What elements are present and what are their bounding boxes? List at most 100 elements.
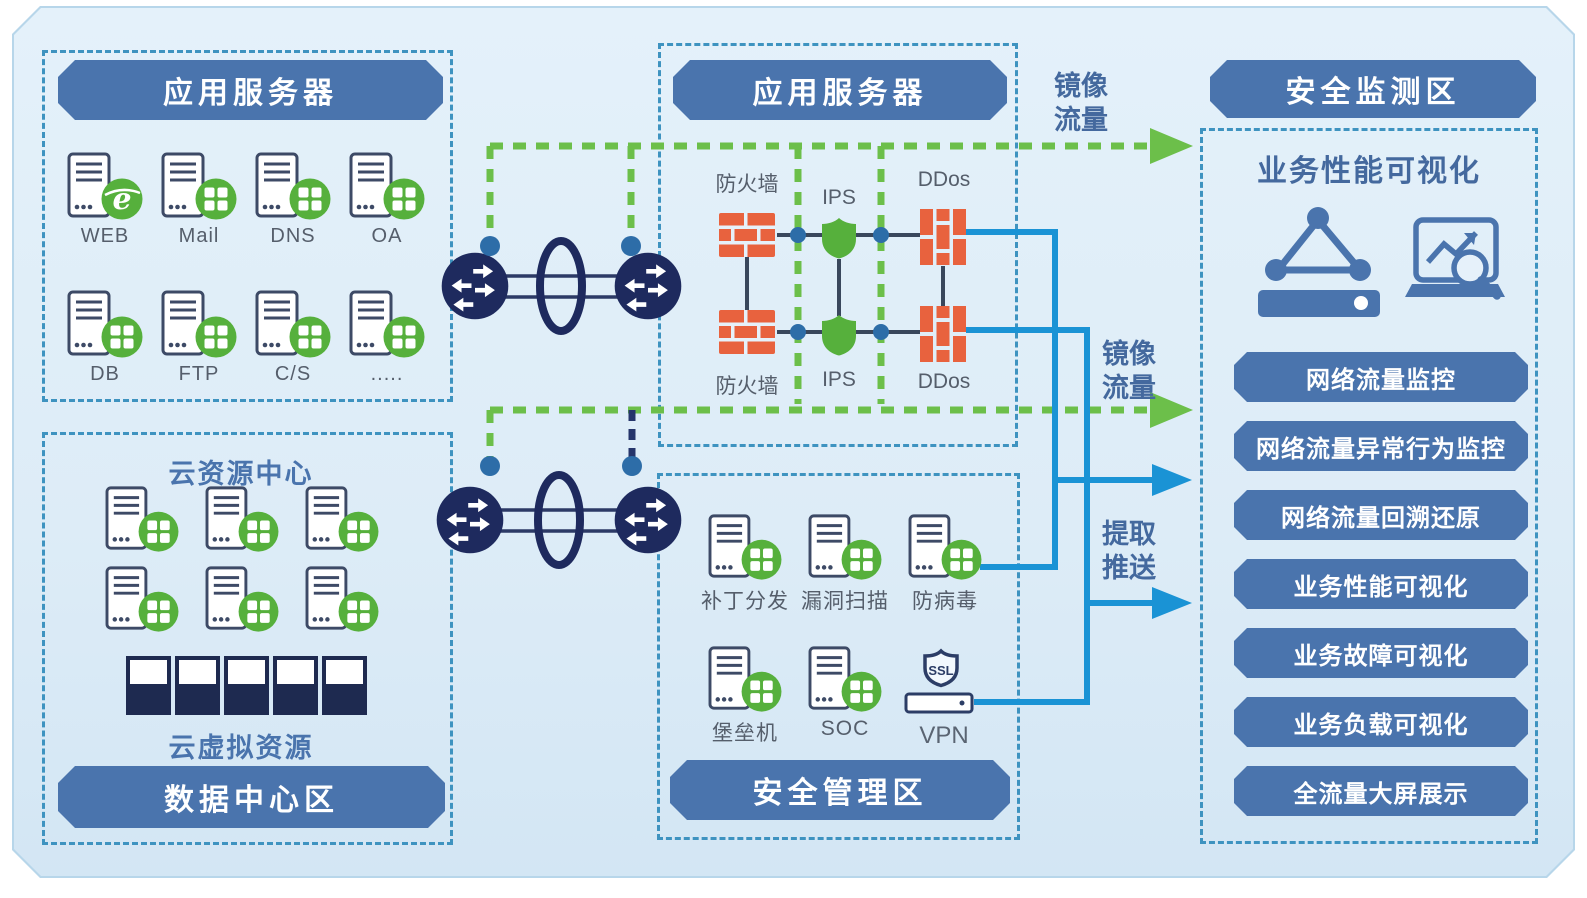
server-item: .....	[340, 288, 434, 426]
capability-label: 网络流量监控	[1306, 366, 1456, 394]
banner-data-center: 数据中心区	[58, 766, 445, 828]
cloud-resource-title: 云资源中心	[168, 459, 314, 489]
virtual-machine-row	[126, 656, 367, 715]
capability-label: 网络流量异常行为监控	[1256, 435, 1506, 463]
banner-title: 数据中心区	[164, 784, 339, 817]
server-icon	[105, 566, 179, 632]
banner-security-monitor: 安全监测区	[1210, 60, 1536, 118]
app-grid-badge-icon	[238, 511, 279, 552]
server-label: FTP	[178, 363, 220, 385]
server-item: DNS	[246, 150, 340, 288]
monitor-capability-item: 网络流量异常行为监控	[1234, 421, 1528, 471]
vm-box-icon	[322, 656, 367, 715]
server-item	[292, 484, 392, 564]
server-item: Mail	[152, 150, 246, 288]
vm-box-icon	[175, 656, 220, 715]
server-item: FTP	[152, 288, 246, 426]
banner-title: 应用服务器	[163, 77, 338, 110]
firewall-label-bottom: 防火墙	[715, 375, 779, 398]
app-server-grid: WEB Mail DNS	[58, 150, 434, 426]
server-icon	[161, 152, 237, 220]
server-label: .....	[370, 363, 404, 385]
browser-badge-icon	[101, 178, 143, 220]
ddos-label-top: DDos	[917, 168, 971, 191]
zone-app-servers-left	[42, 50, 453, 402]
server-label: OA	[371, 225, 403, 247]
app-grid-badge-icon	[289, 316, 331, 358]
server-item: DB	[58, 288, 152, 426]
extract-push-label: 提取推送	[1102, 519, 1156, 583]
server-item: 补丁分发	[695, 512, 795, 630]
capability-label: 全流量大屏展示	[1293, 780, 1469, 808]
mirror-traffic-label-mid: 镜像流量	[1102, 339, 1156, 403]
server-icon	[305, 486, 379, 552]
vm-box-icon	[126, 656, 171, 715]
server-label: DB	[90, 363, 120, 385]
server-item	[92, 564, 192, 644]
server-label: 防病毒	[912, 590, 978, 613]
server-icon	[161, 290, 237, 358]
server-icon	[67, 290, 143, 358]
app-grid-badge-icon	[338, 591, 379, 632]
banner-app-servers-left: 应用服务器	[58, 60, 443, 120]
server-label: 补丁分发	[701, 590, 789, 613]
capability-label: 网络流量回溯还原	[1281, 504, 1481, 532]
server-icon	[305, 566, 379, 632]
monitor-capability-list: 网络流量监控 网络流量异常行为监控 网络流量回溯还原 业务性能可视化 业务故障可…	[1234, 352, 1528, 816]
server-item: C/S	[246, 288, 340, 426]
ips-label-bottom: IPS	[822, 368, 856, 391]
server-item: 防病毒	[895, 512, 995, 630]
monitor-capability-item: 业务负载可视化	[1234, 697, 1528, 747]
app-grid-badge-icon	[741, 539, 782, 580]
server-label: DNS	[270, 225, 316, 247]
monitor-capability-item: 业务故障可视化	[1234, 628, 1528, 678]
banner-title: 安全监测区	[1285, 76, 1461, 109]
banner-app-servers-mid: 应用服务器	[673, 60, 1007, 120]
vm-box-icon	[224, 656, 269, 715]
server-item: OA	[340, 150, 434, 288]
banner-title: 安全管理区	[752, 777, 928, 810]
server-icon	[255, 152, 331, 220]
app-grid-badge-icon	[195, 178, 237, 220]
capability-label: 业务故障可视化	[1293, 642, 1469, 670]
server-icon	[908, 514, 982, 580]
app-grid-badge-icon	[138, 511, 179, 552]
app-grid-badge-icon	[741, 671, 782, 712]
server-icon	[205, 566, 279, 632]
server-label: 漏洞扫描	[801, 590, 889, 613]
server-label: Mail	[178, 225, 220, 247]
server-item	[192, 484, 292, 564]
app-grid-badge-icon	[289, 178, 331, 220]
monitor-panel-title: 业务性能可视化	[1257, 155, 1481, 188]
server-item	[192, 564, 292, 644]
app-grid-badge-icon	[138, 591, 179, 632]
server-item: 堡垒机	[695, 644, 795, 762]
server-icon	[808, 646, 882, 712]
server-icon	[255, 290, 331, 358]
server-label: 堡垒机	[712, 722, 778, 745]
app-grid-badge-icon	[383, 178, 425, 220]
server-icon	[708, 646, 782, 712]
virtual-resource-title: 云虚拟资源	[168, 733, 314, 763]
server-label: WEB	[80, 225, 130, 247]
security-server-row2: 堡垒机 SOC	[695, 644, 897, 762]
banner-title: 应用服务器	[752, 77, 928, 110]
server-item: 漏洞扫描	[795, 512, 895, 630]
app-grid-badge-icon	[101, 316, 143, 358]
app-grid-badge-icon	[941, 539, 982, 580]
monitor-capability-item: 业务性能可视化	[1234, 559, 1528, 609]
server-icon	[708, 514, 782, 580]
monitor-capability-item: 网络流量监控	[1234, 352, 1528, 402]
server-icon	[67, 152, 143, 220]
vm-box-icon	[273, 656, 318, 715]
firewall-label-top: 防火墙	[715, 173, 779, 196]
monitor-capability-item: 全流量大屏展示	[1234, 766, 1528, 816]
vpn-label: VPN	[919, 722, 969, 749]
zone-data-center	[42, 432, 453, 845]
server-label: C/S	[274, 363, 312, 385]
app-grid-badge-icon	[238, 591, 279, 632]
server-icon	[808, 514, 882, 580]
server-icon	[349, 290, 425, 358]
cloud-server-grid	[92, 484, 392, 644]
